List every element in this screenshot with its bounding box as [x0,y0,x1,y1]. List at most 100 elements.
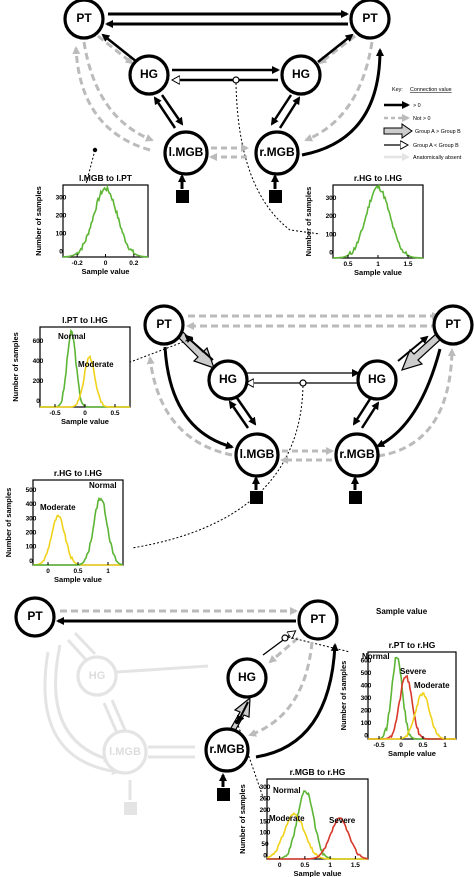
node-right-mgb: r.MGB [204,727,250,773]
edge-rmgb-to-rhg [360,401,380,429]
y-tick-label: 100 [361,720,372,727]
connection-key: Key: Connection value > 0 Not > 0 Group … [383,87,462,161]
x-tick-label: 1 [443,742,447,749]
x-tick-label: 1 [376,261,380,268]
svg-text:Key:: Key: [392,87,403,93]
node-left-mgb: l.MGB [163,130,209,176]
svg-text:l.MGB: l.MGB [109,746,141,758]
svg-text:Connection value: Connection value [410,87,452,93]
input-box-right [269,190,282,203]
panel-axes [62,184,149,258]
x-tick-label: 0.5 [73,568,82,575]
edge-rhg-to-rpt [397,335,429,362]
panel-title: l.PT to l.HG [62,315,108,325]
absent-connections: HG l.MGB [43,631,209,815]
y-tick-label: 50 [261,841,269,848]
svg-text:Not > 0: Not > 0 [413,116,431,122]
y-tick-label: 600 [33,338,44,345]
edge-rhg-to-rpt [317,33,354,63]
panel-title: r.PT to r.HG [389,640,436,650]
x-axis-label: Sample value [82,267,130,276]
stray-sample-value-label: Sample value [376,607,428,616]
leader-rpt-to-rhg [287,636,351,653]
series-label: Severe [400,667,427,676]
edge-lhg-to-lmgb [160,94,184,126]
y-tick-label: 400 [361,683,372,690]
node-right-pt: PT [432,304,474,346]
svg-text:PT: PT [156,317,172,331]
panel-axes [266,778,369,860]
edge-rhg-to-rmgb [237,701,249,724]
edge-lpt-to-lmgb [163,346,234,450]
y-tick-label: 0 [263,853,267,860]
x-tick-label: 1 [106,568,110,575]
y-axis-label: Number of samples [339,661,348,731]
node-left-pt: PT [14,596,56,638]
panel-title: r.HG to l.HG [54,468,103,478]
svg-text:PT: PT [27,609,43,623]
node-left-pt: PT [143,304,185,346]
series-label: Normal [362,652,390,661]
leader-lmgb-to-lpt [85,149,96,185]
edge-lmgb-to-lhg [153,96,177,129]
svg-text:Anatomically absent: Anatomically absent [413,155,462,161]
svg-text:l.MGB: l.MGB [240,447,275,461]
top-diagram: PT PT HG HG l.MGB r.MGB [63,0,391,235]
node-right-hg: HG [280,54,322,96]
series-label: Moderate [40,503,76,512]
y-tick-label: 0 [329,250,333,257]
x-tick-label: 0 [399,742,403,749]
svg-text:r.MGB: r.MGB [259,145,295,159]
input-box-right [217,788,230,801]
y-tick-label: 250 [260,795,271,802]
panel-axes [39,326,131,408]
edge-lpt-to-lmgb [82,41,154,142]
svg-text:HG: HG [140,67,158,81]
x-axis-label: Sample value [61,417,109,426]
y-tick-label: 0 [59,249,63,256]
edge-lpt-to-lhg [177,331,215,369]
y-tick-label: 300 [56,195,67,202]
y-tick-label: 200 [326,213,337,220]
y-tick-label: 400 [26,501,37,508]
edge-rpt-to-rhg [400,333,442,371]
edge-lmgb-to-lpt [72,46,151,152]
y-tick-label: 200 [56,213,67,220]
edge-lhg-to-lpt [184,334,214,361]
panel-title: l.MGB to l.PT [79,173,133,183]
x-tick-label: 1.5 [403,261,412,268]
edge-rmgb-to-rpt [377,348,456,458]
node-left-mgb: l.MGB [234,432,280,478]
y-tick-label: 300 [326,195,337,202]
edge-rhg-to-rpt [262,632,294,656]
y-axis-label: Number of samples [304,187,313,257]
x-tick-label: 1.5 [351,862,360,869]
panel-title: r.MGB to r.HG [290,767,346,777]
series-label: Severe [329,816,356,825]
y-tick-label: 400 [33,358,44,365]
edge-rpt-to-rmgb [376,348,442,448]
series-label: Moderate [78,360,114,369]
y-axis-label: Number of samples [238,784,247,854]
svg-text:HG: HG [292,67,310,81]
edge-rpt-to-rmgb [304,41,374,142]
histogram-series-2 [267,817,369,860]
edge-rpt-to-rhg [318,34,356,65]
x-axis-label: Sample value [54,575,102,584]
y-tick-label: 300 [361,695,372,702]
x-tick-label: 0.5 [300,862,309,869]
y-tick-label: 300 [26,515,37,522]
x-axis-label: Sample value [294,869,342,877]
panel-title: r.HG to l.HG [354,173,403,183]
x-tick-label: -0.2 [72,260,84,267]
svg-text:> 0: > 0 [413,103,421,109]
bottom-diagram: HG l.MGB PT PT HG r.MGB [14,596,351,815]
y-axis-label: Number of samples [34,186,43,256]
x-tick-label: 0 [46,568,50,575]
